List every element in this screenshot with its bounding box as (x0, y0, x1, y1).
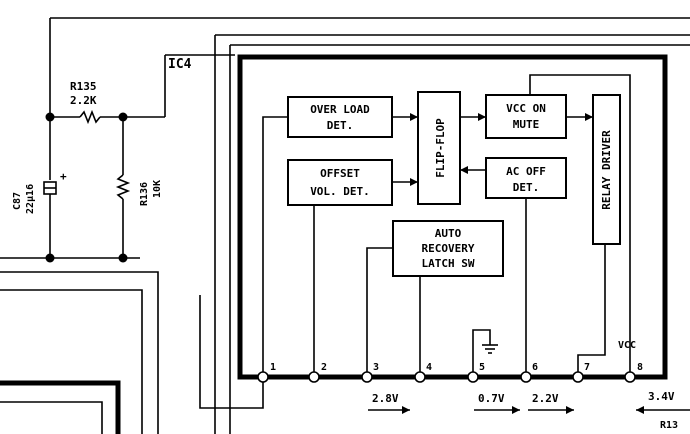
ic-pins: 1 2 3 4 5 6 7 8 VCC (257, 340, 643, 383)
pin-number: 8 (637, 362, 643, 373)
pin-4 (414, 371, 426, 383)
ic4-outline (237, 54, 668, 380)
voltage-annotations: 2.8V 0.7V 2.2V 3.4V R13 (368, 390, 690, 431)
junction-dot (45, 253, 55, 263)
voltage-pin6: 2.2V (532, 392, 559, 405)
overload-line2: DET. (327, 119, 354, 132)
vccon-line1: VCC ON (506, 102, 546, 115)
block-vcc-on-mute: VCC ON MUTE (485, 94, 567, 139)
block-relay-driver: RELAY DRIVER (592, 94, 621, 245)
pin-number: 5 (479, 362, 485, 373)
junction-dot (45, 112, 55, 122)
pin-number: 7 (584, 362, 590, 373)
auto-line3: LATCH SW (422, 257, 475, 270)
outer-wiring (49, 17, 690, 434)
voltage-pin5: 0.7V (478, 392, 505, 405)
ic-name: IC4 (168, 57, 192, 72)
pin-number: 1 (270, 362, 276, 373)
acoff-line1: AC OFF (506, 165, 546, 178)
r135-value: 2.2K (70, 94, 97, 107)
pin-8 (624, 371, 636, 383)
partial-ref: R13 (660, 420, 678, 431)
pin-1 (257, 371, 269, 383)
pin-7 (572, 371, 584, 383)
auto-line2: RECOVERY (422, 242, 475, 255)
junction-dot (118, 112, 128, 122)
c87-ref: C87 (12, 192, 23, 210)
block-auto-recovery: AUTO RECOVERY LATCH SW (392, 220, 504, 277)
pin-number: 4 (426, 362, 432, 373)
rc-network: R135 2.2K R136 10K C87 22µ16 + (0, 54, 235, 263)
r135-ref: R135 (70, 80, 97, 93)
junction-dot (118, 253, 128, 263)
vccon-line2: MUTE (513, 118, 540, 131)
block-overload-det: OVER LOAD DET. (287, 96, 393, 138)
pin-number: 6 (532, 362, 538, 373)
pin-5 (467, 371, 479, 383)
acoff-line2: DET. (513, 181, 540, 194)
overload-line1: OVER LOAD (310, 103, 370, 116)
auto-line1: AUTO (435, 227, 462, 240)
voltage-pin8: 3.4V (648, 390, 675, 403)
offset-line1: OFFSET (320, 167, 360, 180)
c87-value: 22µ16 (25, 184, 36, 214)
pin-2 (308, 371, 320, 383)
block-offset-vol-det: OFFSET VOL. DET. (287, 159, 393, 206)
block-flip-flop: FLIP-FLOP (417, 91, 461, 205)
voltage-pin3: 2.8V (372, 392, 399, 405)
r135-resistor (79, 109, 101, 125)
offset-line2: VOL. DET. (310, 185, 370, 198)
pin8-vcc-label: VCC (618, 340, 636, 351)
lower-left-wiring (0, 271, 159, 434)
r136-resistor (115, 174, 131, 200)
pin-6 (520, 371, 532, 383)
c87-polarity: + (60, 170, 67, 183)
block-ac-off-det: AC OFF DET. (485, 157, 567, 199)
relay-label: RELAY DRIVER (600, 130, 613, 210)
flipflop-label: FLIP-FLOP (434, 118, 447, 178)
r136-ref: R136 (139, 182, 150, 206)
r136-value: 10K (152, 180, 163, 198)
pin-number: 2 (321, 362, 327, 373)
pin-3 (361, 371, 373, 383)
internal-wiring (262, 74, 631, 377)
pin-number: 3 (373, 362, 379, 373)
